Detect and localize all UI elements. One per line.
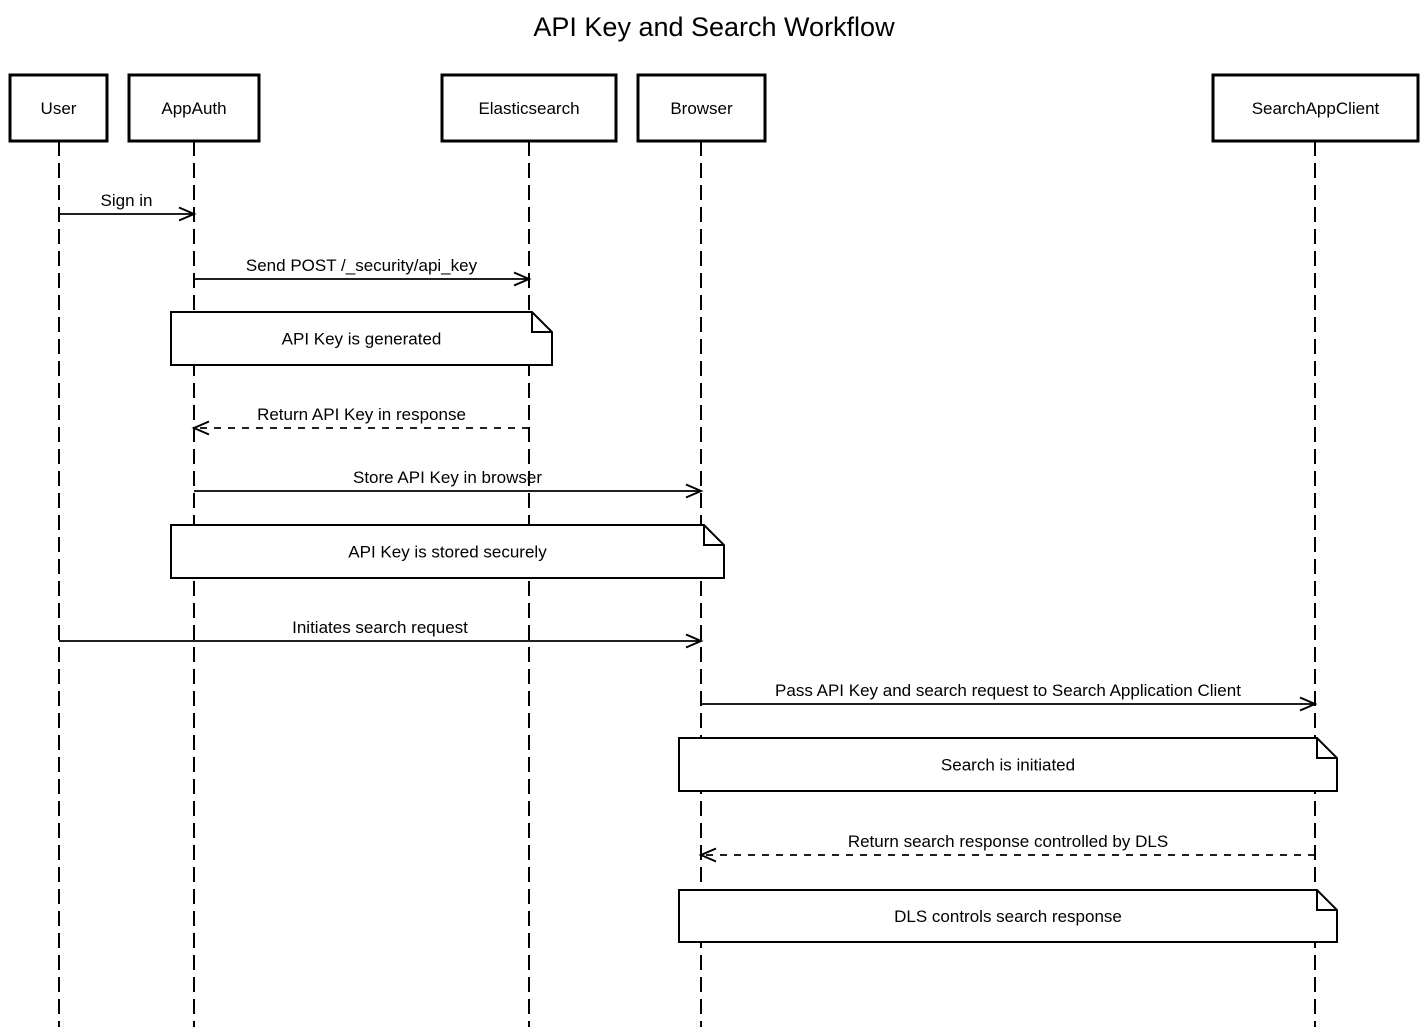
note-label: Search is initiated — [941, 756, 1075, 775]
note-body — [678, 889, 1338, 943]
note-4: DLS controls search response — [678, 889, 1338, 943]
actor-user: User — [8, 73, 109, 143]
note-2: API Key is stored securely — [170, 524, 725, 579]
message-5: Initiates search request — [59, 618, 704, 649]
message-label: Store API Key in browser — [353, 468, 542, 487]
actor-box — [440, 73, 618, 143]
message-label: Return search response controlled by DLS — [848, 832, 1168, 851]
message-label: Pass API Key and search request to Searc… — [775, 681, 1241, 700]
actor-label: User — [41, 99, 77, 118]
arrowhead-icon — [191, 420, 210, 436]
arrowhead-icon — [685, 633, 704, 649]
note-fold-icon — [1316, 890, 1337, 911]
note-3: Search is initiated — [678, 737, 1338, 792]
actor-searchappclient: SearchAppClient — [1211, 73, 1420, 143]
arrowhead-icon — [178, 206, 197, 222]
arrowhead-icon — [685, 483, 704, 499]
note-label: API Key is generated — [282, 330, 442, 349]
message-label: Send POST /_security/api_key — [246, 256, 478, 275]
arrowhead-icon — [698, 847, 717, 863]
message-2: Send POST /_security/api_key — [194, 256, 532, 287]
arrowhead-icon — [1299, 696, 1318, 712]
message-6: Pass API Key and search request to Searc… — [701, 681, 1318, 712]
note-label: API Key is stored securely — [348, 543, 547, 562]
note-1: API Key is generated — [170, 311, 553, 366]
actor-label: Browser — [670, 99, 733, 118]
actor-label: AppAuth — [161, 99, 226, 118]
actor-box — [8, 73, 109, 143]
actor-appauth: AppAuth — [127, 73, 261, 143]
actor-label: Elasticsearch — [478, 99, 579, 118]
actor-box — [127, 73, 261, 143]
note-body — [678, 737, 1338, 792]
message-7: Return search response controlled by DLS — [698, 832, 1315, 863]
actor-elasticsearch: Elasticsearch — [440, 73, 618, 143]
note-fold-icon — [703, 525, 724, 546]
lifelines-layer — [58, 141, 1316, 1027]
note-fold-icon — [531, 312, 552, 333]
note-label: DLS controls search response — [894, 907, 1122, 926]
note-body — [170, 524, 725, 579]
note-body — [170, 311, 553, 366]
arrowhead-icon — [513, 271, 532, 287]
message-3: Return API Key in response — [191, 405, 529, 436]
actor-box — [1211, 73, 1420, 143]
note-fold-icon — [1316, 738, 1337, 759]
message-label: Return API Key in response — [257, 405, 466, 424]
message-1: Sign in — [59, 191, 197, 222]
message-label: Initiates search request — [292, 618, 468, 637]
message-4: Store API Key in browser — [194, 468, 704, 499]
messages-layer: Sign in Send POST /_security/api_keyRetur… — [59, 191, 1318, 863]
actor-label: SearchAppClient — [1252, 99, 1380, 118]
diagram-title: API Key and Search Workflow — [533, 12, 895, 42]
message-label: Sign in — [101, 191, 153, 210]
actor-browser: Browser — [636, 73, 767, 143]
actor-box — [636, 73, 767, 143]
actors-layer: User AppAuth Elasticsearch Browser SearchApp… — [8, 73, 1420, 143]
